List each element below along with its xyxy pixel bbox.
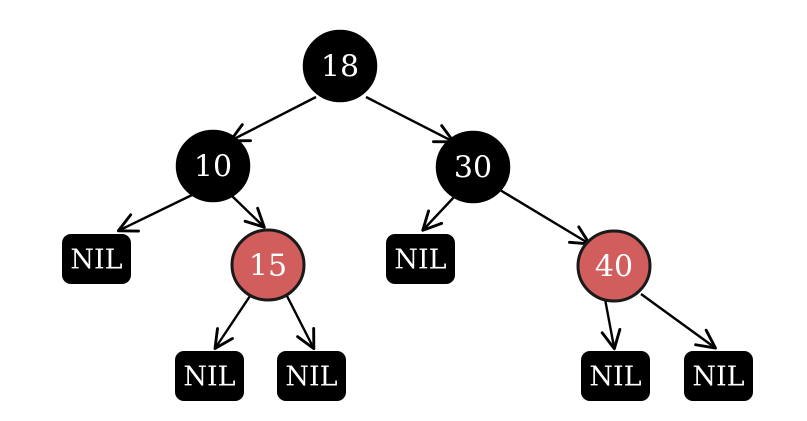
nil-leaf-left-of-10[interactable]: NIL [62,234,131,284]
edge-15-to-nil-right [285,295,316,351]
edge-root-to-right-child [365,95,456,144]
nil-leaf-right-of-40[interactable]: NIL [684,351,753,401]
tree-node-10[interactable]: 10 [175,129,251,203]
tree-node-40[interactable]: 40 [576,229,652,303]
nil-leaf-left-of-40[interactable]: NIL [581,351,650,401]
edge-10-to-15 [231,195,266,229]
tree-node-15[interactable]: 15 [230,228,306,302]
edge-group [116,95,717,351]
nil-leaf-left-of-30[interactable]: NIL [386,234,455,284]
edge-15-to-nil-left [213,295,251,350]
nil-leaf-right-of-15[interactable]: NIL [277,351,346,401]
edge-40-to-nil-left [600,298,622,351]
edge-30-to-40 [499,188,591,246]
edge-40-to-nil-right [640,293,717,350]
edge-root-to-left-child [228,95,317,143]
tree-node-30[interactable]: 30 [435,130,511,204]
tree-node-root-18[interactable]: 18 [302,29,378,103]
nil-leaf-left-of-15[interactable]: NIL [175,351,244,401]
edge-10-to-nil-left [116,193,193,233]
edge-30-to-nil-left [421,195,456,232]
